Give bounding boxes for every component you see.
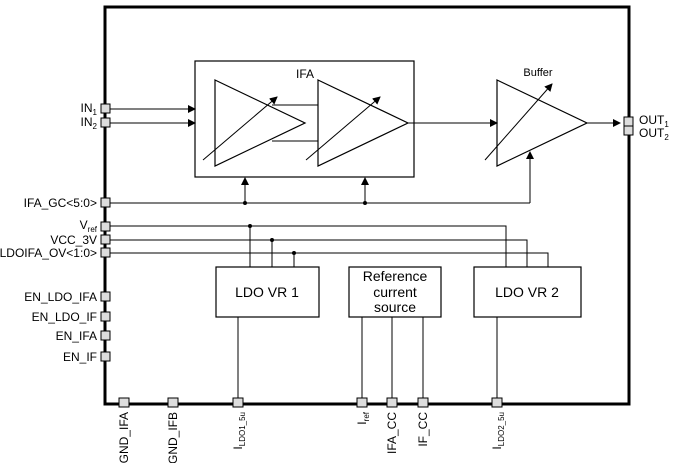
label-vcc: VCC_3V bbox=[50, 233, 97, 247]
label-ifa-cc: IFA_CC bbox=[385, 412, 399, 454]
label-en-if: EN_IF bbox=[63, 350, 97, 364]
label-ldoifa-ov: LDOIFA_OV<1:0> bbox=[0, 246, 97, 260]
pin-gnd-ifb bbox=[167, 397, 179, 408]
ifa-amplifier-2 bbox=[305, 79, 410, 167]
label-en-ifa: EN_IFA bbox=[56, 329, 97, 343]
label-if-cc: IF_CC bbox=[416, 412, 430, 447]
label-gnd-ifa: GND_IFA bbox=[117, 412, 131, 463]
pin-ifa-cc bbox=[386, 397, 398, 408]
pin-en-ifa bbox=[100, 330, 111, 341]
ifa-amplifier-1 bbox=[202, 79, 307, 167]
pin-i-ref bbox=[356, 397, 368, 408]
pin-vcc bbox=[100, 234, 111, 245]
pin-in1 bbox=[100, 103, 111, 114]
label-i-ref: Iref bbox=[355, 411, 371, 424]
pin-vref bbox=[100, 221, 111, 232]
reference-label-line3: source bbox=[374, 299, 416, 315]
ldo-vr2-block bbox=[473, 266, 582, 318]
label-in2: IN2 bbox=[81, 115, 98, 131]
ldo-vr1-block bbox=[215, 266, 320, 318]
ifa-label: IFA bbox=[296, 67, 314, 81]
reference-label-line2: current bbox=[373, 284, 417, 300]
reference-label-line1: Reference bbox=[363, 268, 428, 284]
ldo-vr1-label: LDO VR 1 bbox=[235, 284, 299, 300]
pin-i-ldo1 bbox=[232, 397, 244, 408]
pin-ifa-gc bbox=[100, 197, 111, 208]
pin-out2 bbox=[623, 125, 634, 136]
pin-i-ldo2 bbox=[491, 397, 503, 408]
label-en-ldo-if: EN_LDO_IF bbox=[32, 310, 97, 324]
pin-en-ldo-ifa bbox=[100, 291, 111, 302]
pin-out1 bbox=[623, 116, 634, 127]
label-vref: Vref bbox=[80, 218, 98, 234]
pin-en-if bbox=[100, 351, 111, 362]
label-ifa-gc: IFA_GC<5:0> bbox=[24, 196, 97, 210]
pin-gnd-ifa bbox=[118, 397, 130, 408]
label-i-ldo1: ILDO1_5u bbox=[231, 412, 247, 450]
reference-current-source-block bbox=[348, 266, 442, 318]
label-i-ldo2: ILDO2_5u bbox=[490, 412, 506, 450]
pin-in2 bbox=[100, 117, 111, 128]
label-en-ldo-ifa: EN_LDO_IFA bbox=[24, 290, 97, 304]
ldo-vr2-label: LDO VR 2 bbox=[495, 284, 559, 300]
label-out1: OUT1 bbox=[639, 113, 669, 129]
label-gnd-ifb: GND_IFB bbox=[166, 412, 180, 463]
pin-en-ldo-if bbox=[100, 311, 111, 322]
label-in1: IN1 bbox=[81, 101, 98, 117]
pin-ldoifa-ov bbox=[100, 247, 111, 258]
buffer-amplifier bbox=[484, 79, 589, 167]
buffer-label: Buffer bbox=[523, 67, 552, 79]
label-out2: OUT2 bbox=[639, 126, 669, 142]
pin-if-cc bbox=[417, 397, 429, 408]
